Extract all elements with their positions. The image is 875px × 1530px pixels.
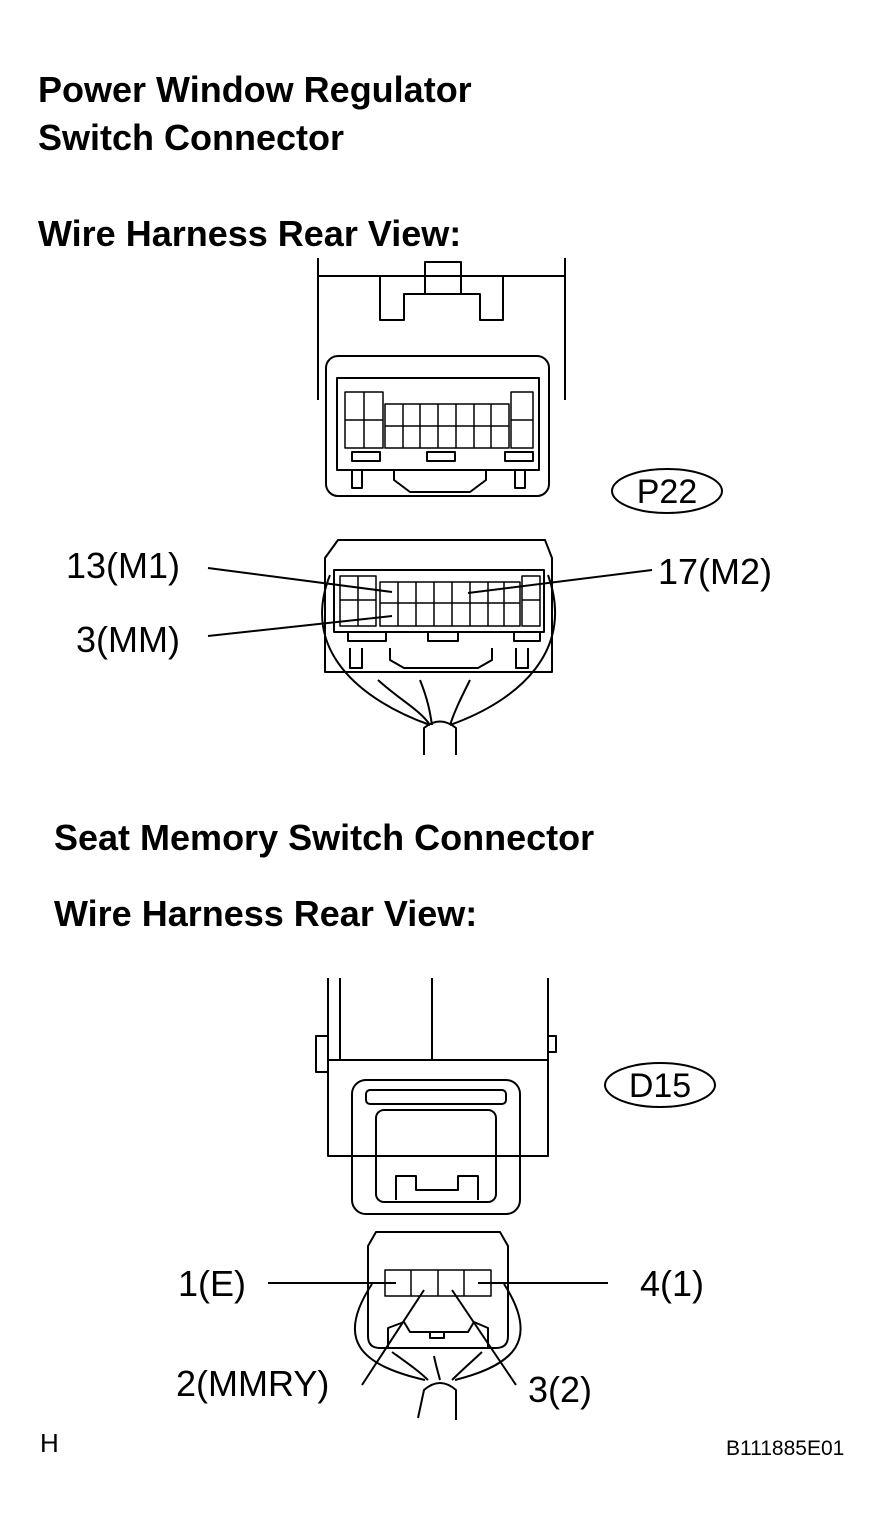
- leader-p22-pin3: [207, 615, 393, 637]
- corner-mark: H: [40, 1428, 59, 1458]
- connector1-view-label: Wire Harness Rear View:: [38, 213, 462, 254]
- d15-pin4-label: 4(1): [640, 1263, 705, 1304]
- p22-code-oval: P22: [611, 468, 723, 514]
- leader-d15-pin3: [451, 1289, 517, 1386]
- d15-switch-side-connector: [315, 978, 557, 1215]
- p22-pin3-label: 3(MM): [76, 619, 180, 660]
- connector1-title-line1: Power Window Regulator: [38, 69, 472, 110]
- p22-pin17-label: 17(M2): [658, 551, 773, 592]
- p22-switch-side-connector: [317, 258, 566, 497]
- d15-code: D15: [629, 1067, 691, 1105]
- connector1-title-line2: Switch Connector: [38, 117, 345, 158]
- figure-id: B111885E01: [726, 1437, 845, 1460]
- d15-pin1-label: 1(E): [178, 1263, 247, 1304]
- connector2-title: Seat Memory Switch Connector: [54, 817, 595, 858]
- p22-code: P22: [637, 473, 698, 511]
- leader-p22-pin13: [207, 567, 393, 593]
- d15-pin3-label: 3(2): [528, 1369, 593, 1410]
- p22-pin13-label: 13(M1): [66, 545, 181, 586]
- leader-p22-pin17: [467, 569, 653, 594]
- d15-code-oval: D15: [604, 1062, 716, 1108]
- leader-d15-pin2: [361, 1289, 425, 1386]
- connector2-view-label: Wire Harness Rear View:: [54, 893, 478, 934]
- d15-harness-side-connector: [353, 1231, 522, 1420]
- d15-pin2-label: 2(MMRY): [176, 1363, 330, 1404]
- p22-harness-side-connector: [321, 539, 556, 755]
